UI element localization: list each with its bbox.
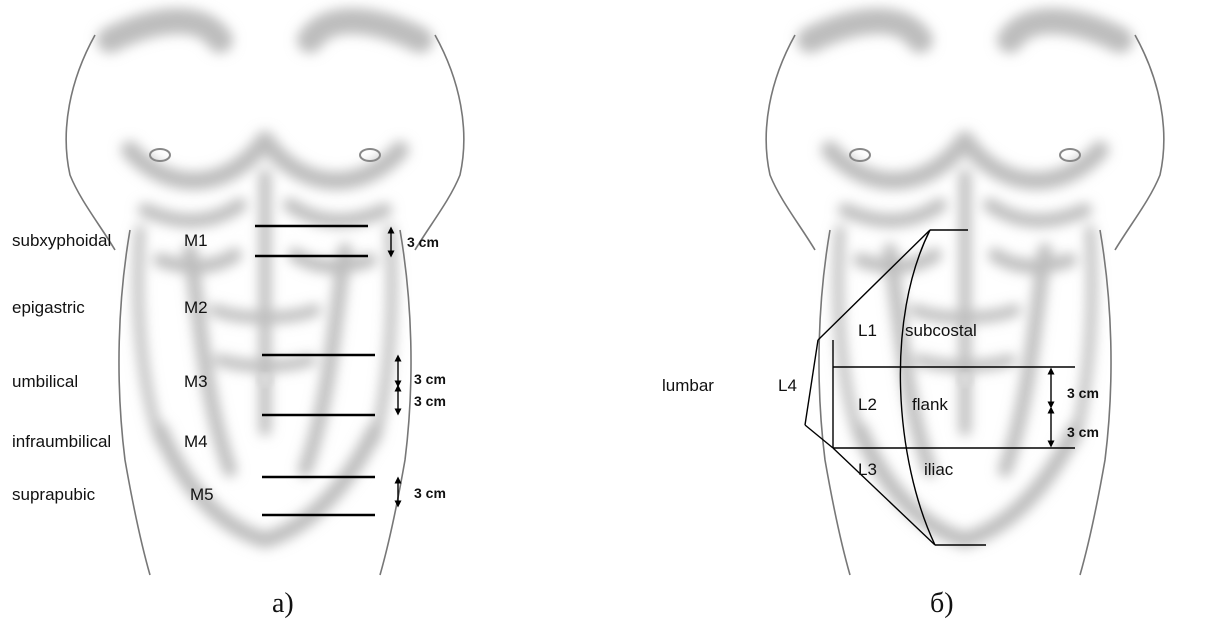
region-name: iliac: [924, 460, 954, 479]
torso-illustration-b: [766, 21, 1164, 575]
region-code: M3: [184, 372, 208, 391]
region-code: L4: [778, 376, 797, 395]
region-code: M1: [184, 231, 208, 250]
torso-illustration-a: [66, 21, 464, 575]
region-code: M4: [184, 432, 208, 451]
measure-label: 3 cm: [414, 485, 446, 501]
region-name: subcostal: [905, 321, 977, 340]
region-code: M2: [184, 298, 208, 317]
region-code: M5: [190, 485, 214, 504]
measure-label: 3 cm: [1067, 424, 1099, 440]
region-name: flank: [912, 395, 948, 414]
region-code: L1: [858, 321, 877, 340]
measure-label: 3 cm: [414, 393, 446, 409]
panel-b: 3 cm 3 cm L1 L2 L3 L4 subcostal flank il…: [662, 21, 1164, 619]
region-name: infraumbilical: [12, 432, 111, 451]
panel-a: 3 cm 3 cm 3 cm 3 cm subxyphoidal epigast…: [12, 21, 464, 619]
region-boundary: [805, 340, 818, 425]
region-boundary: [805, 425, 833, 448]
region-name: subxyphoidal: [12, 231, 111, 250]
region-name: lumbar: [662, 376, 714, 395]
panel-caption: б): [930, 588, 954, 619]
panel-caption: a): [272, 588, 294, 619]
region-code: L3: [858, 460, 877, 479]
measure-label: 3 cm: [1067, 385, 1099, 401]
region-code: L2: [858, 395, 877, 414]
region-name: epigastric: [12, 298, 85, 317]
measure-label: 3 cm: [407, 234, 439, 250]
measure-label: 3 cm: [414, 371, 446, 387]
region-name: suprapubic: [12, 485, 96, 504]
region-name: umbilical: [12, 372, 78, 391]
